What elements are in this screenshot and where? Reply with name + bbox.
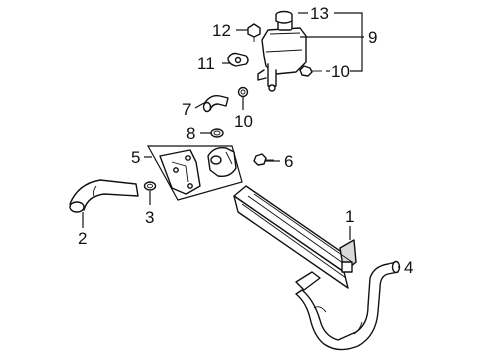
callout-6: 6 [284,152,293,171]
long-coolant-hose [295,260,401,351]
water-pump [207,146,237,178]
callout-8: 8 [186,124,195,143]
hose-clamp-8 [210,128,224,138]
callout-5: 5 [131,148,140,167]
reservoir-clip-11 [227,52,249,67]
radiator [233,185,357,289]
reservoir-bolt-10 [299,65,322,77]
callout-11: 11 [197,54,215,73]
callout-12: 12 [212,21,231,40]
reservoir-bolt-12 [247,23,261,42]
callout-2: 2 [78,229,87,248]
callout-4: 4 [404,258,413,277]
callout-10-reservoir: 10 [331,62,350,81]
leader-lines [82,12,400,268]
callout-9: 9 [368,28,377,47]
callout-7: 7 [182,100,191,119]
pump-bracket [159,149,201,195]
callout-3: 3 [145,208,154,227]
pump-assembly-outline [146,145,243,201]
bolt-6 [253,153,274,166]
callout-1: 1 [345,207,354,226]
upper-small-hose [202,94,229,113]
hose-clamp-3 [143,181,157,191]
callout-13: 13 [310,4,329,23]
reservoir-cap [275,10,293,24]
hose-clamp-10 [237,86,249,98]
lower-left-hose [69,179,139,213]
coolant-reservoir [257,19,307,92]
callout-10-clamp: 10 [234,112,253,131]
